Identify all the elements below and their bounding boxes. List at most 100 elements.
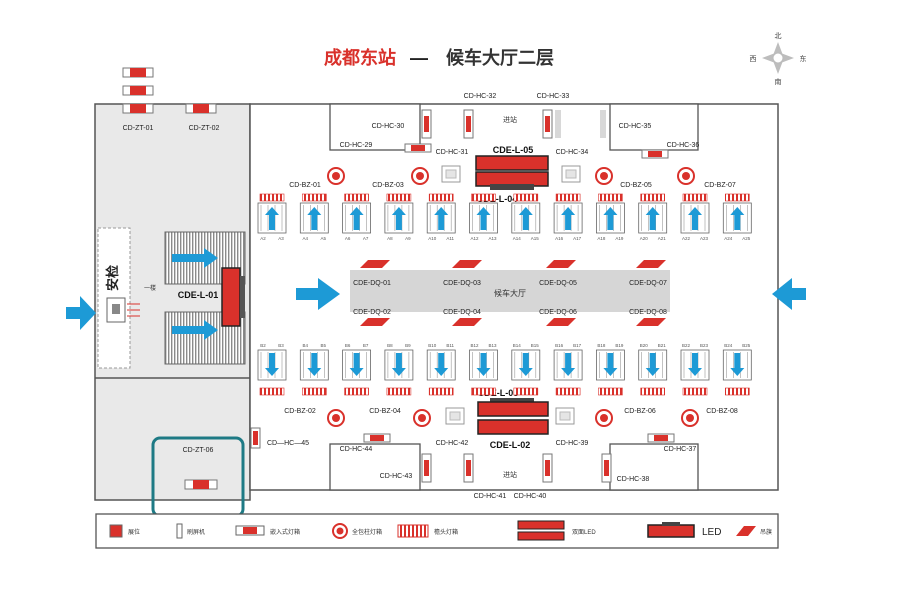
gate-label: B16 bbox=[555, 343, 564, 348]
pillar-lightbox bbox=[681, 409, 699, 427]
gate-label: A17 bbox=[573, 236, 582, 241]
gate-label: A15 bbox=[531, 236, 540, 241]
hanging-flag bbox=[452, 260, 482, 268]
escalator-arrow-up bbox=[172, 248, 218, 268]
legend-label-double-led: 双面LED bbox=[572, 529, 596, 536]
eave-lightbox-icon bbox=[428, 387, 454, 396]
kiosk-icon bbox=[176, 523, 183, 539]
arrow-up-icon bbox=[391, 207, 406, 230]
label-hc-37: CD-HC-37 bbox=[664, 446, 697, 453]
label-dq-06: CDE-DQ-06 bbox=[539, 309, 577, 316]
hall-corridor bbox=[350, 270, 670, 312]
eave-lightbox-icon bbox=[386, 387, 412, 396]
eave-lightbox-icon bbox=[682, 193, 708, 202]
gate-label: A6 bbox=[345, 236, 351, 241]
eave-lightbox-icon bbox=[428, 193, 454, 202]
gate-label: B4 bbox=[303, 343, 309, 348]
label-bz-03: CD-BZ-03 bbox=[372, 182, 404, 189]
eave-lightbox-icon bbox=[513, 193, 539, 202]
gate-label: B5 bbox=[321, 343, 327, 348]
label-hc-45: CD—HC—45 bbox=[267, 440, 309, 447]
hanging-flag bbox=[636, 318, 666, 326]
label-bz-02: CD-BZ-02 bbox=[284, 408, 316, 415]
label-dq-04: CDE-DQ-04 bbox=[443, 309, 481, 316]
label-hc-32: CD-HC-32 bbox=[464, 93, 497, 100]
gate-label: A22 bbox=[682, 236, 691, 241]
legend-flag: 吊旗 bbox=[736, 526, 772, 536]
label-bz-08: CD-BZ-08 bbox=[706, 408, 738, 415]
compass-east: 东 bbox=[800, 54, 807, 63]
eave-lightbox-icon bbox=[344, 193, 369, 202]
room-hc-35 bbox=[609, 103, 699, 151]
label-hc-34: CD-HC-34 bbox=[556, 149, 589, 156]
label-hc-29: CD-HC-29 bbox=[340, 142, 373, 149]
hanging-flag bbox=[636, 260, 666, 268]
label-cde-l-01: CDE-L-01 bbox=[178, 290, 219, 300]
bottom-gate-block: B14 B15 bbox=[511, 343, 541, 396]
arrow-down-icon bbox=[265, 353, 279, 376]
arrow-up-icon bbox=[561, 207, 576, 230]
arrow-down-icon bbox=[434, 353, 449, 376]
eave-lightbox-icon bbox=[344, 387, 369, 396]
label-hc-33: CD-HC-33 bbox=[537, 93, 570, 100]
pillar-lightbox bbox=[411, 167, 429, 185]
legend-label-booth: 展位 bbox=[128, 528, 140, 536]
pillar-lightbox bbox=[327, 409, 345, 427]
legend-label-embedded: 嵌入式灯箱 bbox=[270, 528, 300, 536]
label-hc-35: CD-HC-35 bbox=[619, 123, 652, 130]
gate-label: A3 bbox=[278, 236, 284, 241]
map-title-dash: — bbox=[410, 48, 428, 68]
arrow-up-icon bbox=[603, 207, 618, 230]
arrow-up-icon bbox=[434, 207, 449, 230]
arrow-down-icon bbox=[730, 353, 745, 376]
pillar-lightbox bbox=[677, 167, 695, 185]
gate-label: A16 bbox=[555, 236, 564, 241]
compass-west: 西 bbox=[750, 55, 757, 63]
hanging-flag bbox=[546, 260, 576, 268]
gate-label: B7 bbox=[363, 343, 369, 348]
legend-pillar: 全包柱灯箱 bbox=[332, 523, 382, 539]
gate-label: A12 bbox=[470, 236, 479, 241]
security-label: 安检 bbox=[105, 265, 120, 291]
hanging-flag-icon bbox=[736, 526, 756, 536]
label-zt-06: CD-ZT-06 bbox=[183, 447, 214, 454]
gate-label: A13 bbox=[488, 236, 497, 241]
legend-label-flag: 吊旗 bbox=[760, 528, 772, 536]
arrow-up-icon bbox=[349, 207, 364, 230]
embedded-lightboxes bbox=[250, 109, 675, 483]
label-hc-31: CD-HC-31 bbox=[436, 149, 469, 156]
arrow-down-icon bbox=[645, 353, 660, 376]
gate-label: A18 bbox=[597, 236, 606, 241]
arrow-up-icon bbox=[476, 207, 491, 230]
label-hc-38: CD-HC-38 bbox=[617, 476, 650, 483]
gate-label: B21 bbox=[658, 343, 667, 348]
gate-label: B14 bbox=[513, 343, 522, 348]
label-dq-02: CDE-DQ-02 bbox=[353, 309, 391, 316]
gate-label: B15 bbox=[531, 343, 540, 348]
gate-label: B13 bbox=[488, 343, 497, 348]
arrow-hall-west bbox=[296, 278, 340, 310]
eave-lightbox-icon bbox=[682, 387, 708, 396]
label-hc-41: CD-HC-41 bbox=[474, 493, 507, 500]
label-bz-05: CD-BZ-05 bbox=[620, 182, 652, 189]
hanging-flag bbox=[546, 318, 576, 326]
entry-label-top: 进站 bbox=[503, 115, 517, 124]
label-dq-05: CDE-DQ-05 bbox=[539, 280, 577, 287]
floor1-label: 一楼 bbox=[144, 284, 156, 292]
legend-embedded: 嵌入式灯箱 bbox=[235, 525, 300, 536]
gate-label: B23 bbox=[700, 343, 709, 348]
eave-lightbox-icon bbox=[513, 387, 539, 396]
gate-label: B25 bbox=[742, 343, 751, 348]
label-dq-01: CDE-DQ-01 bbox=[353, 280, 391, 287]
label-dq-03: CDE-DQ-03 bbox=[443, 280, 481, 287]
gate-label: A4 bbox=[303, 236, 309, 241]
